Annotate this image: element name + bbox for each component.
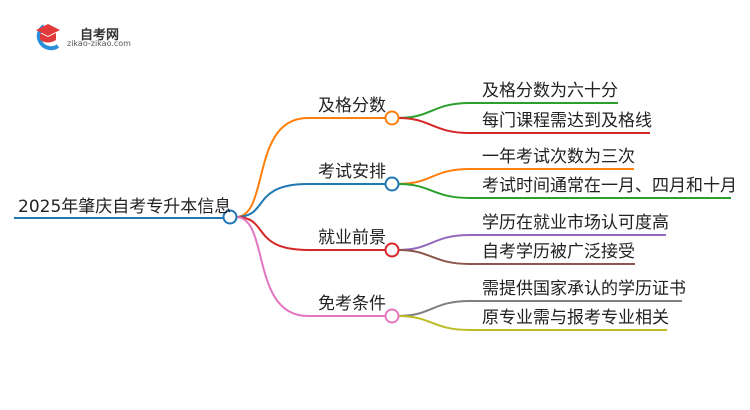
branch-node-collapse-toggle[interactable] [384, 176, 400, 192]
branch-topic[interactable]: 及格分数 [318, 96, 386, 116]
branch-node-collapse-toggle[interactable] [384, 110, 400, 126]
logo-icon [36, 24, 60, 51]
logo-url: zikao-zikao.com [67, 39, 131, 48]
root-node-collapse-toggle[interactable] [222, 209, 238, 225]
branch-node-collapse-toggle[interactable] [384, 242, 400, 258]
leaf-topic[interactable]: 一年考试次数为三次 [482, 147, 635, 167]
leaf-topic[interactable]: 考试时间通常在一月、四月和十月 [482, 176, 737, 196]
branch-connector [235, 216, 386, 251]
leaf-topic[interactable]: 自考学历被广泛接受 [482, 242, 635, 262]
branch-topic[interactable]: 就业前景 [318, 228, 386, 248]
leaf-connector [397, 249, 635, 265]
leaf-topic[interactable]: 学历在就业市场认可度高 [482, 213, 669, 233]
leaf-connector [397, 102, 618, 119]
leaf-connector [397, 168, 634, 185]
leaf-connector [397, 300, 682, 317]
root-topic[interactable]: 2025年肇庆自考专升本信息 [18, 197, 232, 217]
branch-topic[interactable]: 考试安排 [318, 162, 386, 182]
branch-connector [235, 117, 386, 218]
branch-connector [235, 183, 386, 218]
leaf-topic[interactable]: 需提供国家承认的学历证书 [482, 279, 686, 299]
branch-connector [235, 216, 386, 317]
branch-topic[interactable]: 免考条件 [318, 294, 386, 314]
leaf-topic[interactable]: 及格分数为六十分 [482, 81, 618, 101]
leaf-connector [397, 315, 667, 331]
leaf-topic[interactable]: 原专业需与报考专业相关 [482, 308, 669, 328]
logo-name: 自考网 [80, 28, 120, 43]
branch-node-collapse-toggle[interactable] [384, 308, 400, 324]
leaf-connector [397, 183, 731, 199]
leaf-connector [397, 117, 650, 134]
leaf-topic[interactable]: 每门课程需达到及格线 [482, 111, 652, 131]
leaf-connector [397, 234, 666, 251]
